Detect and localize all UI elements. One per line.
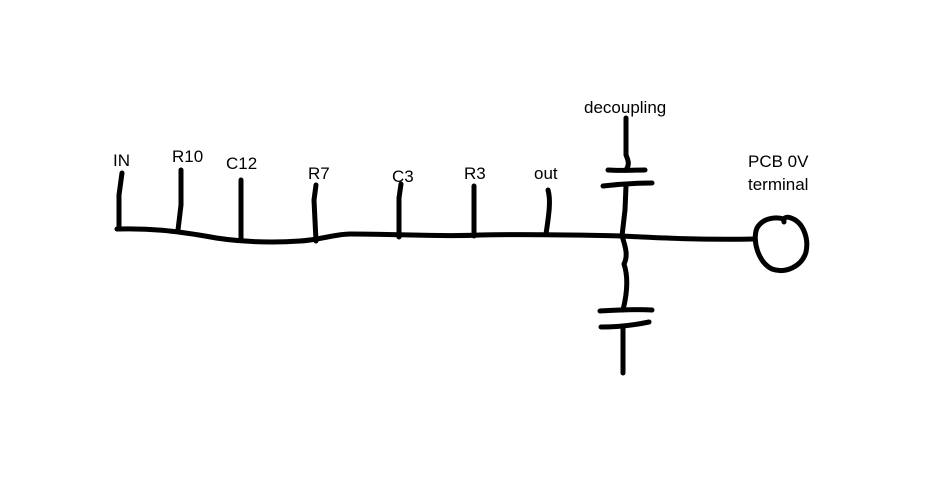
label-in: IN [113, 151, 130, 170]
terminal-circle [752, 214, 810, 273]
decoupling-cap-top-lead [623, 115, 631, 173]
stub-r10 [175, 167, 184, 233]
stub-out [543, 187, 552, 237]
label-pcb-terminal: PCB 0V terminal [748, 151, 808, 197]
stub-in [116, 170, 125, 232]
ground-bus-wire [114, 226, 758, 245]
label-decoupling: decoupling [584, 98, 667, 117]
label-r3: R3 [464, 164, 486, 183]
decoupling-cap-bottom-plate [600, 180, 655, 189]
label-c12: C12 [226, 154, 258, 173]
label-out: out [534, 164, 558, 183]
label-r10: R10 [172, 147, 204, 166]
lower-cap-top-lead [619, 233, 630, 313]
stub-c3 [396, 181, 404, 240]
decoupling-cap-bottom-lead [619, 183, 629, 239]
lower-cap-top-plate [597, 307, 655, 314]
label-pcb-terminal-line1: PCB 0V [748, 152, 809, 171]
label-r7: R7 [308, 164, 330, 183]
label-pcb-terminal-line2: terminal [748, 174, 809, 194]
label-c3: C3 [392, 167, 414, 186]
stub-r7 [311, 182, 319, 244]
